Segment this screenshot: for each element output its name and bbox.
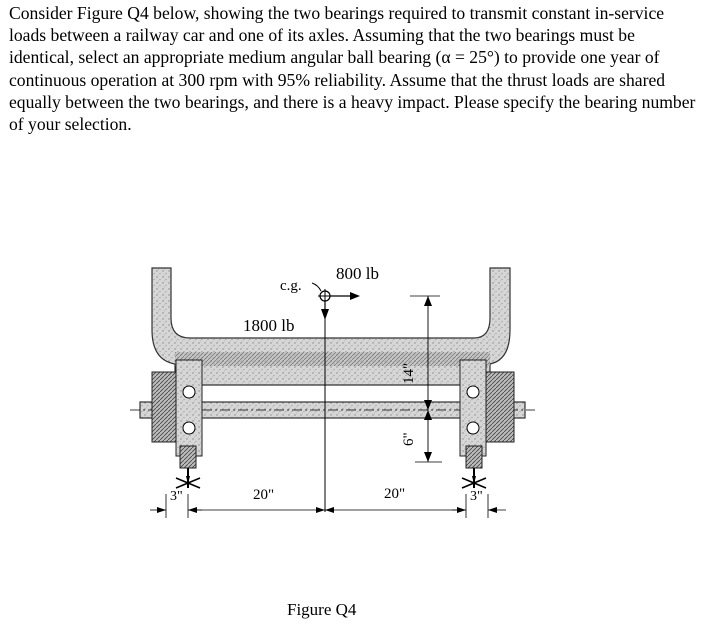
cg-label: c.g.	[280, 278, 302, 294]
horizontal-dimensions	[150, 494, 506, 518]
dim-left-span: 20"	[253, 487, 274, 503]
dim-right-outer: 3"	[470, 489, 483, 504]
height-lower-label: 6"	[401, 432, 417, 446]
height-dimension	[410, 295, 442, 463]
dim-left-outer: 3"	[170, 489, 183, 504]
right-bearing	[459, 359, 515, 489]
car-frame	[151, 267, 511, 386]
frame-web	[175, 352, 490, 366]
thrust-load-arrow	[330, 292, 360, 300]
radial-load-arrow	[321, 301, 329, 320]
thrust-load-label: 800 lb	[336, 264, 379, 283]
left-bearing	[151, 359, 203, 489]
radial-load-label: 1800 lb	[243, 316, 294, 335]
cg-marker	[311, 282, 332, 303]
figure-caption: Figure Q4	[287, 600, 357, 619]
problem-statement: Consider Figure Q4 below, showing the tw…	[9, 3, 696, 135]
height-upper-label: 14"	[401, 363, 417, 384]
dim-right-span: 20"	[384, 486, 405, 502]
